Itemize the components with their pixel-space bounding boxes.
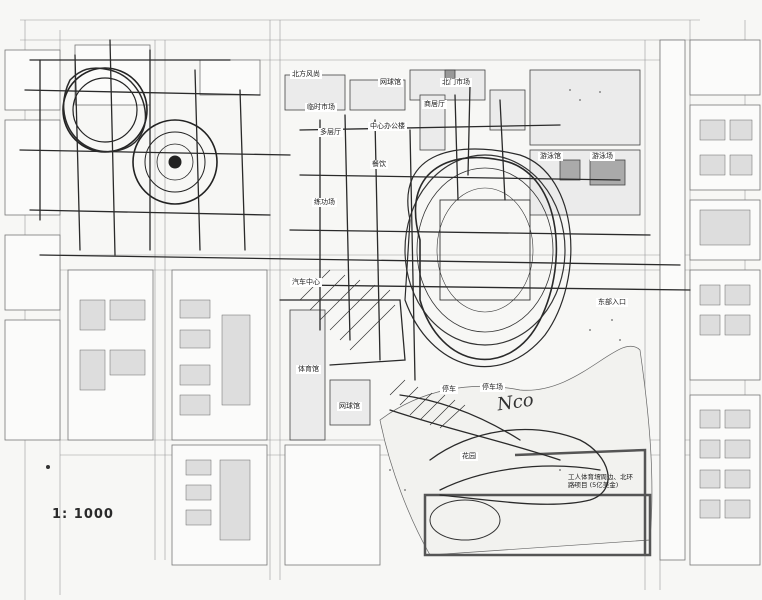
label-hall-b: 游泳馆	[538, 152, 563, 161]
label-pool: 游泳场	[590, 152, 615, 161]
label-hall-a: 多层厅	[318, 128, 343, 137]
label-temp-store: 临时市场	[305, 103, 337, 112]
scale-label: 1: 1000	[52, 507, 114, 522]
label-central-office: 中心办公楼	[368, 122, 407, 131]
label-gym-building: 体育馆	[296, 365, 321, 374]
label-auto-center: 汽车中心	[290, 278, 322, 287]
label-east-entrance: 东部入口	[596, 298, 628, 307]
label-gym: 网球馆	[378, 78, 403, 87]
label-north-gate: 北门市场	[440, 78, 472, 87]
label-north-building: 北方风尚	[290, 70, 322, 79]
label-project-zone: 工人体育场周边、北环路项目 (5亿美金)	[568, 473, 633, 490]
label-training: 练功场	[312, 198, 337, 207]
label-garden: 花园	[460, 452, 478, 461]
marker-dot	[46, 465, 50, 469]
label-restaurant: 餐饮	[370, 160, 388, 169]
label-lot: 停车	[440, 385, 458, 394]
label-parking: 停车场	[480, 383, 505, 392]
label-tennis: 网球馆	[337, 402, 362, 411]
label-activity-hall: 商居厅	[422, 100, 447, 109]
